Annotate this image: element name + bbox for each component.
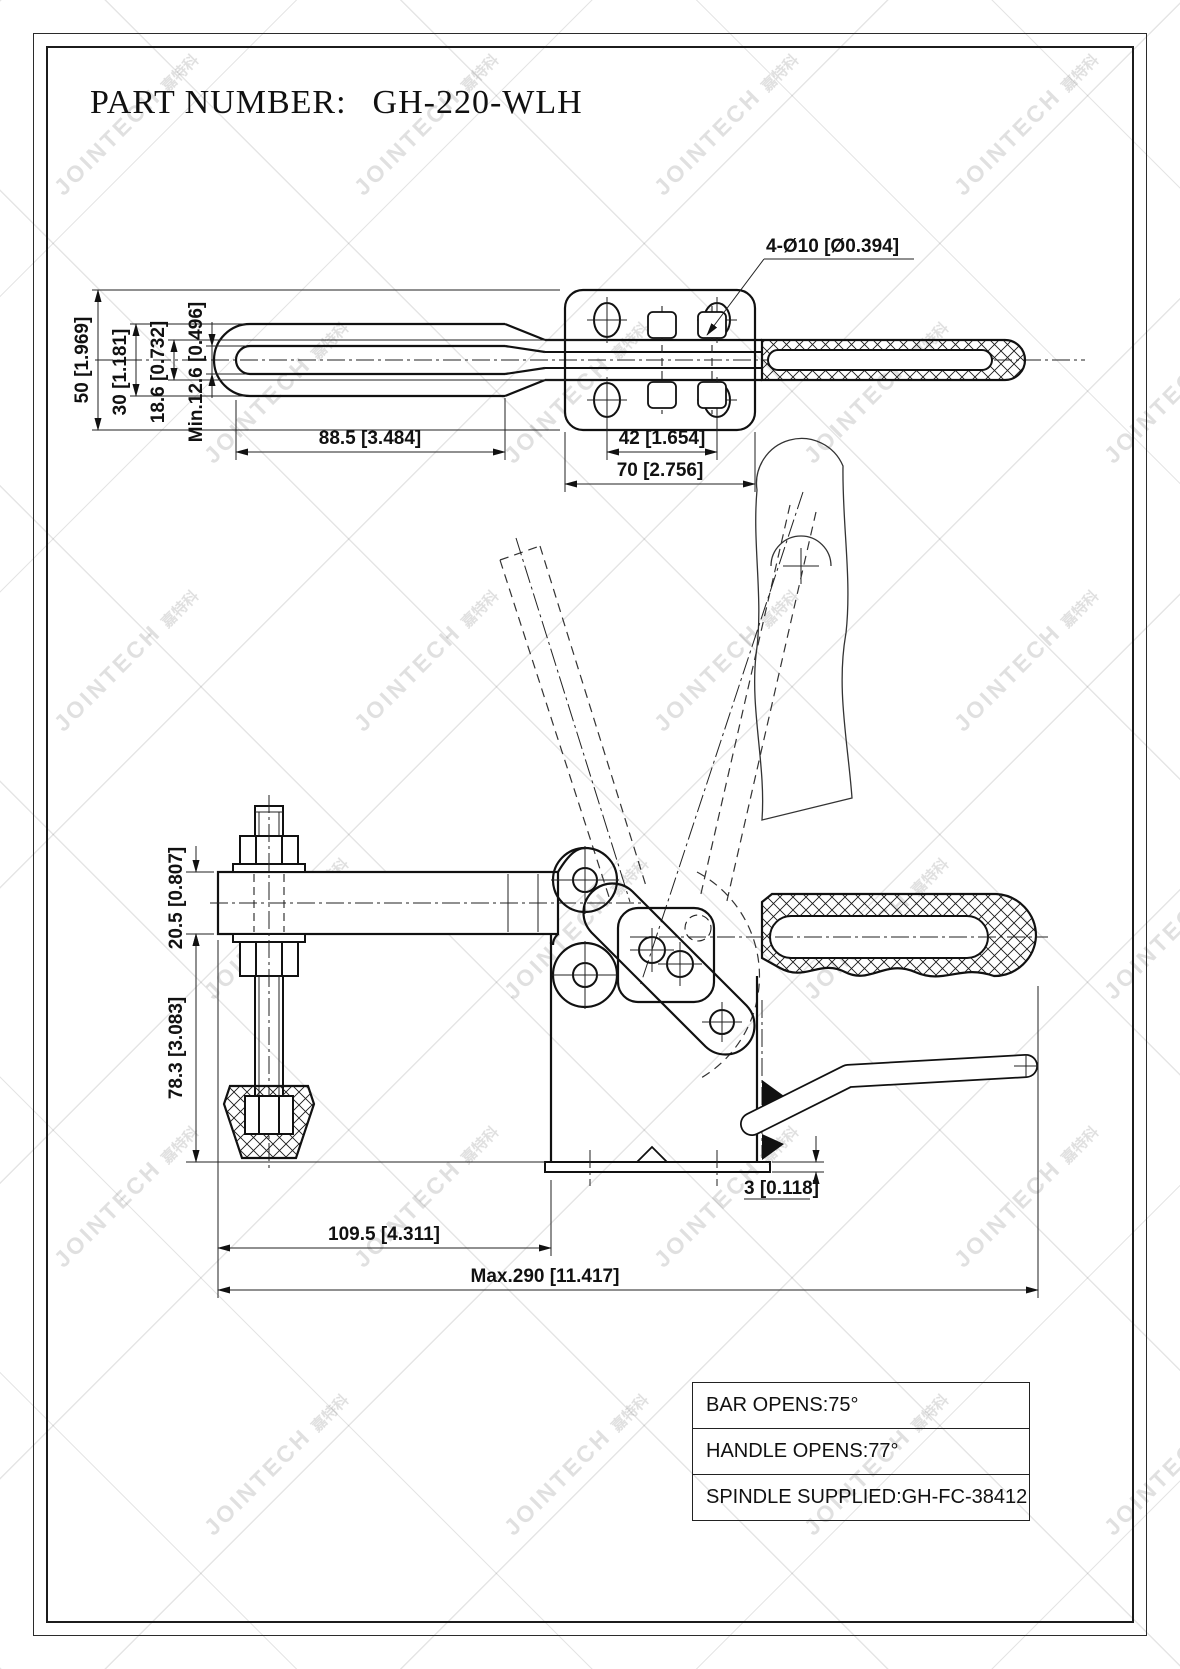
- toggle-linkage: [551, 846, 756, 1056]
- border-inner: [46, 46, 1134, 1623]
- spec-row-bar-opens: BAR OPENS:75°: [693, 1383, 1029, 1429]
- release-lever: [740, 1054, 1038, 1160]
- dim-slot-width: Min.12.6 [0.496]: [186, 302, 207, 442]
- dim-bar-to-base: 78.3 [3.083]: [166, 997, 187, 1099]
- part-number-value: GH-220-WLH: [372, 84, 583, 121]
- rubber-foot: [222, 1084, 316, 1160]
- phantom-open-bar: [499, 537, 761, 1079]
- clamp-bar-side: [210, 846, 645, 946]
- dim-bar-outer-width: 30 [1.181]: [110, 329, 131, 416]
- dim-bar-thickness: 20.5 [0.807]: [166, 847, 187, 949]
- side-view: 20.5 [0.807] 78.3 [3.083] 109.5 [4.311] …: [166, 437, 1048, 1298]
- dim-bar-neck-width: 18.6 [0.732]: [148, 321, 169, 423]
- clamp-body: [544, 934, 771, 1186]
- top-view-dimensions: 50 [1.969] 30 [1.181] 18.6 [0.732] Min.1…: [72, 236, 914, 492]
- weld-mark-lower: [762, 1134, 784, 1160]
- handle-grip-top: [760, 338, 1027, 382]
- dim-plate-length: 70 [2.756]: [617, 460, 704, 481]
- weld-mark-upper: [762, 1080, 784, 1106]
- spec-row-handle-opens: HANDLE OPENS:77°: [693, 1429, 1029, 1475]
- dim-hole-spacing: 42 [1.654]: [619, 428, 706, 449]
- part-number-label: PART NUMBER:: [90, 84, 347, 121]
- dim-base-lip: 3 [0.118]: [744, 1178, 819, 1199]
- side-view-dimensions: 20.5 [0.807] 78.3 [3.083] 109.5 [4.311] …: [166, 846, 1039, 1298]
- spindle-assembly: [222, 795, 316, 1170]
- dim-plate-height: 50 [1.969]: [72, 317, 93, 404]
- dim-base-length: 109.5 [4.311]: [328, 1224, 440, 1245]
- dim-overall-max: Max.290 [11.417]: [471, 1266, 620, 1287]
- top-view: 50 [1.969] 30 [1.181] 18.6 [0.732] Min.1…: [72, 236, 1085, 492]
- handle-grip-side: [630, 892, 1048, 978]
- spec-row-spindle-supplied: SPINDLE SUPPLIED:GH-FC-38412: [706, 1486, 1028, 1508]
- spec-table: BAR OPENS:75° HANDLE OPENS:77° SPINDLE S…: [692, 1382, 1030, 1521]
- border-outer: [33, 33, 1147, 1636]
- phantom-open-handle: [639, 437, 853, 987]
- dim-bar-length: 88.5 [3.484]: [319, 428, 421, 449]
- page-title: PART NUMBER: GH-220-WLH: [90, 84, 583, 122]
- hole-callout: 4-Ø10 [Ø0.394]: [766, 236, 899, 257]
